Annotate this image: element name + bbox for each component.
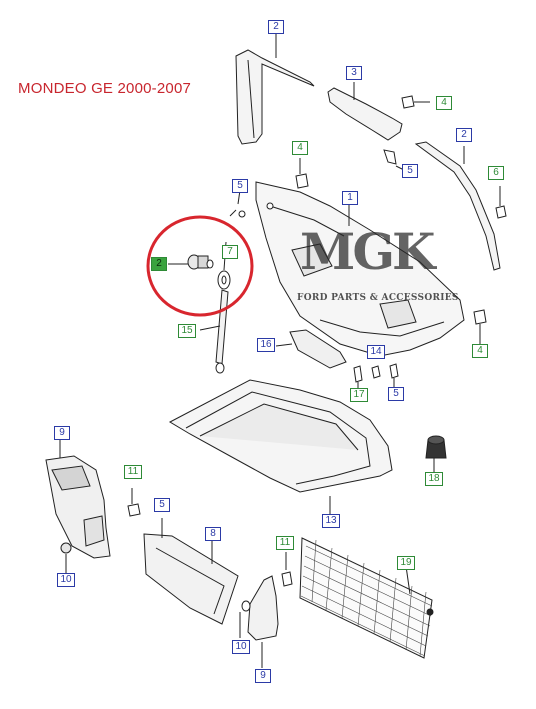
callout-1: 1 — [342, 191, 358, 205]
upper-bracket-drawing — [327, 82, 405, 171]
callout-18: 18 — [425, 472, 443, 486]
callout-10: 10 — [57, 573, 75, 587]
quarter-trim-right-drawing — [239, 552, 293, 668]
highlight-ring — [146, 215, 254, 317]
bolt-left-drawing — [127, 488, 141, 517]
callout-11: 11 — [276, 536, 294, 550]
clip-top-drawing — [401, 95, 430, 109]
callout-19: 19 — [397, 556, 415, 570]
callout-15: 15 — [178, 324, 196, 338]
callout-2: 2 — [456, 128, 472, 142]
storage-panel-drawing — [143, 518, 239, 625]
screw-upper-drawing — [229, 189, 274, 218]
callout-10: 10 — [232, 640, 250, 654]
callout-5: 5 — [232, 179, 248, 193]
callout-5: 5 — [388, 387, 404, 401]
fasteners-mid-drawing — [353, 363, 399, 390]
callout-13: 13 — [322, 514, 340, 528]
plug-left-drawing — [60, 542, 72, 574]
parcel-shelf-drawing — [255, 181, 465, 357]
callout-9: 9 — [255, 669, 271, 683]
pillar-trim-left-drawing — [235, 34, 315, 145]
callout-11: 11 — [124, 465, 142, 479]
mount-bracket-drawing — [275, 329, 347, 369]
watermark-tagline: FORD PARTS & ACCESSORIES — [297, 293, 459, 303]
callout-2: 2 — [151, 257, 167, 271]
lower-tray-drawing — [168, 379, 393, 516]
callout-2: 2 — [268, 20, 284, 34]
callout-16: 16 — [257, 338, 275, 352]
callout-6: 6 — [488, 166, 504, 180]
callout-4: 4 — [472, 344, 488, 358]
callout-8: 8 — [205, 527, 221, 541]
callout-7: 7 — [222, 245, 238, 259]
callout-9: 9 — [54, 426, 70, 440]
model-title: MONDEO GE 2000-2007 — [18, 80, 192, 97]
clip-mid-drawing — [295, 158, 309, 189]
pillar-trim-right-drawing — [414, 141, 501, 271]
callout-5: 5 — [154, 498, 170, 512]
watermark-brand: MGK — [300, 222, 436, 281]
knob-drawing — [425, 435, 447, 474]
cargo-net-drawing — [299, 537, 434, 659]
quarter-trim-left-drawing — [45, 440, 111, 559]
clip-right-lower-drawing — [473, 309, 487, 344]
grommet-drawing — [168, 254, 214, 270]
callout-4: 4 — [436, 96, 452, 110]
clip-right-drawing — [495, 186, 507, 219]
callout-5: 5 — [402, 164, 418, 178]
callout-14: 14 — [367, 345, 385, 359]
callout-4: 4 — [292, 141, 308, 155]
callout-17: 17 — [350, 388, 368, 402]
callout-3: 3 — [346, 66, 362, 80]
